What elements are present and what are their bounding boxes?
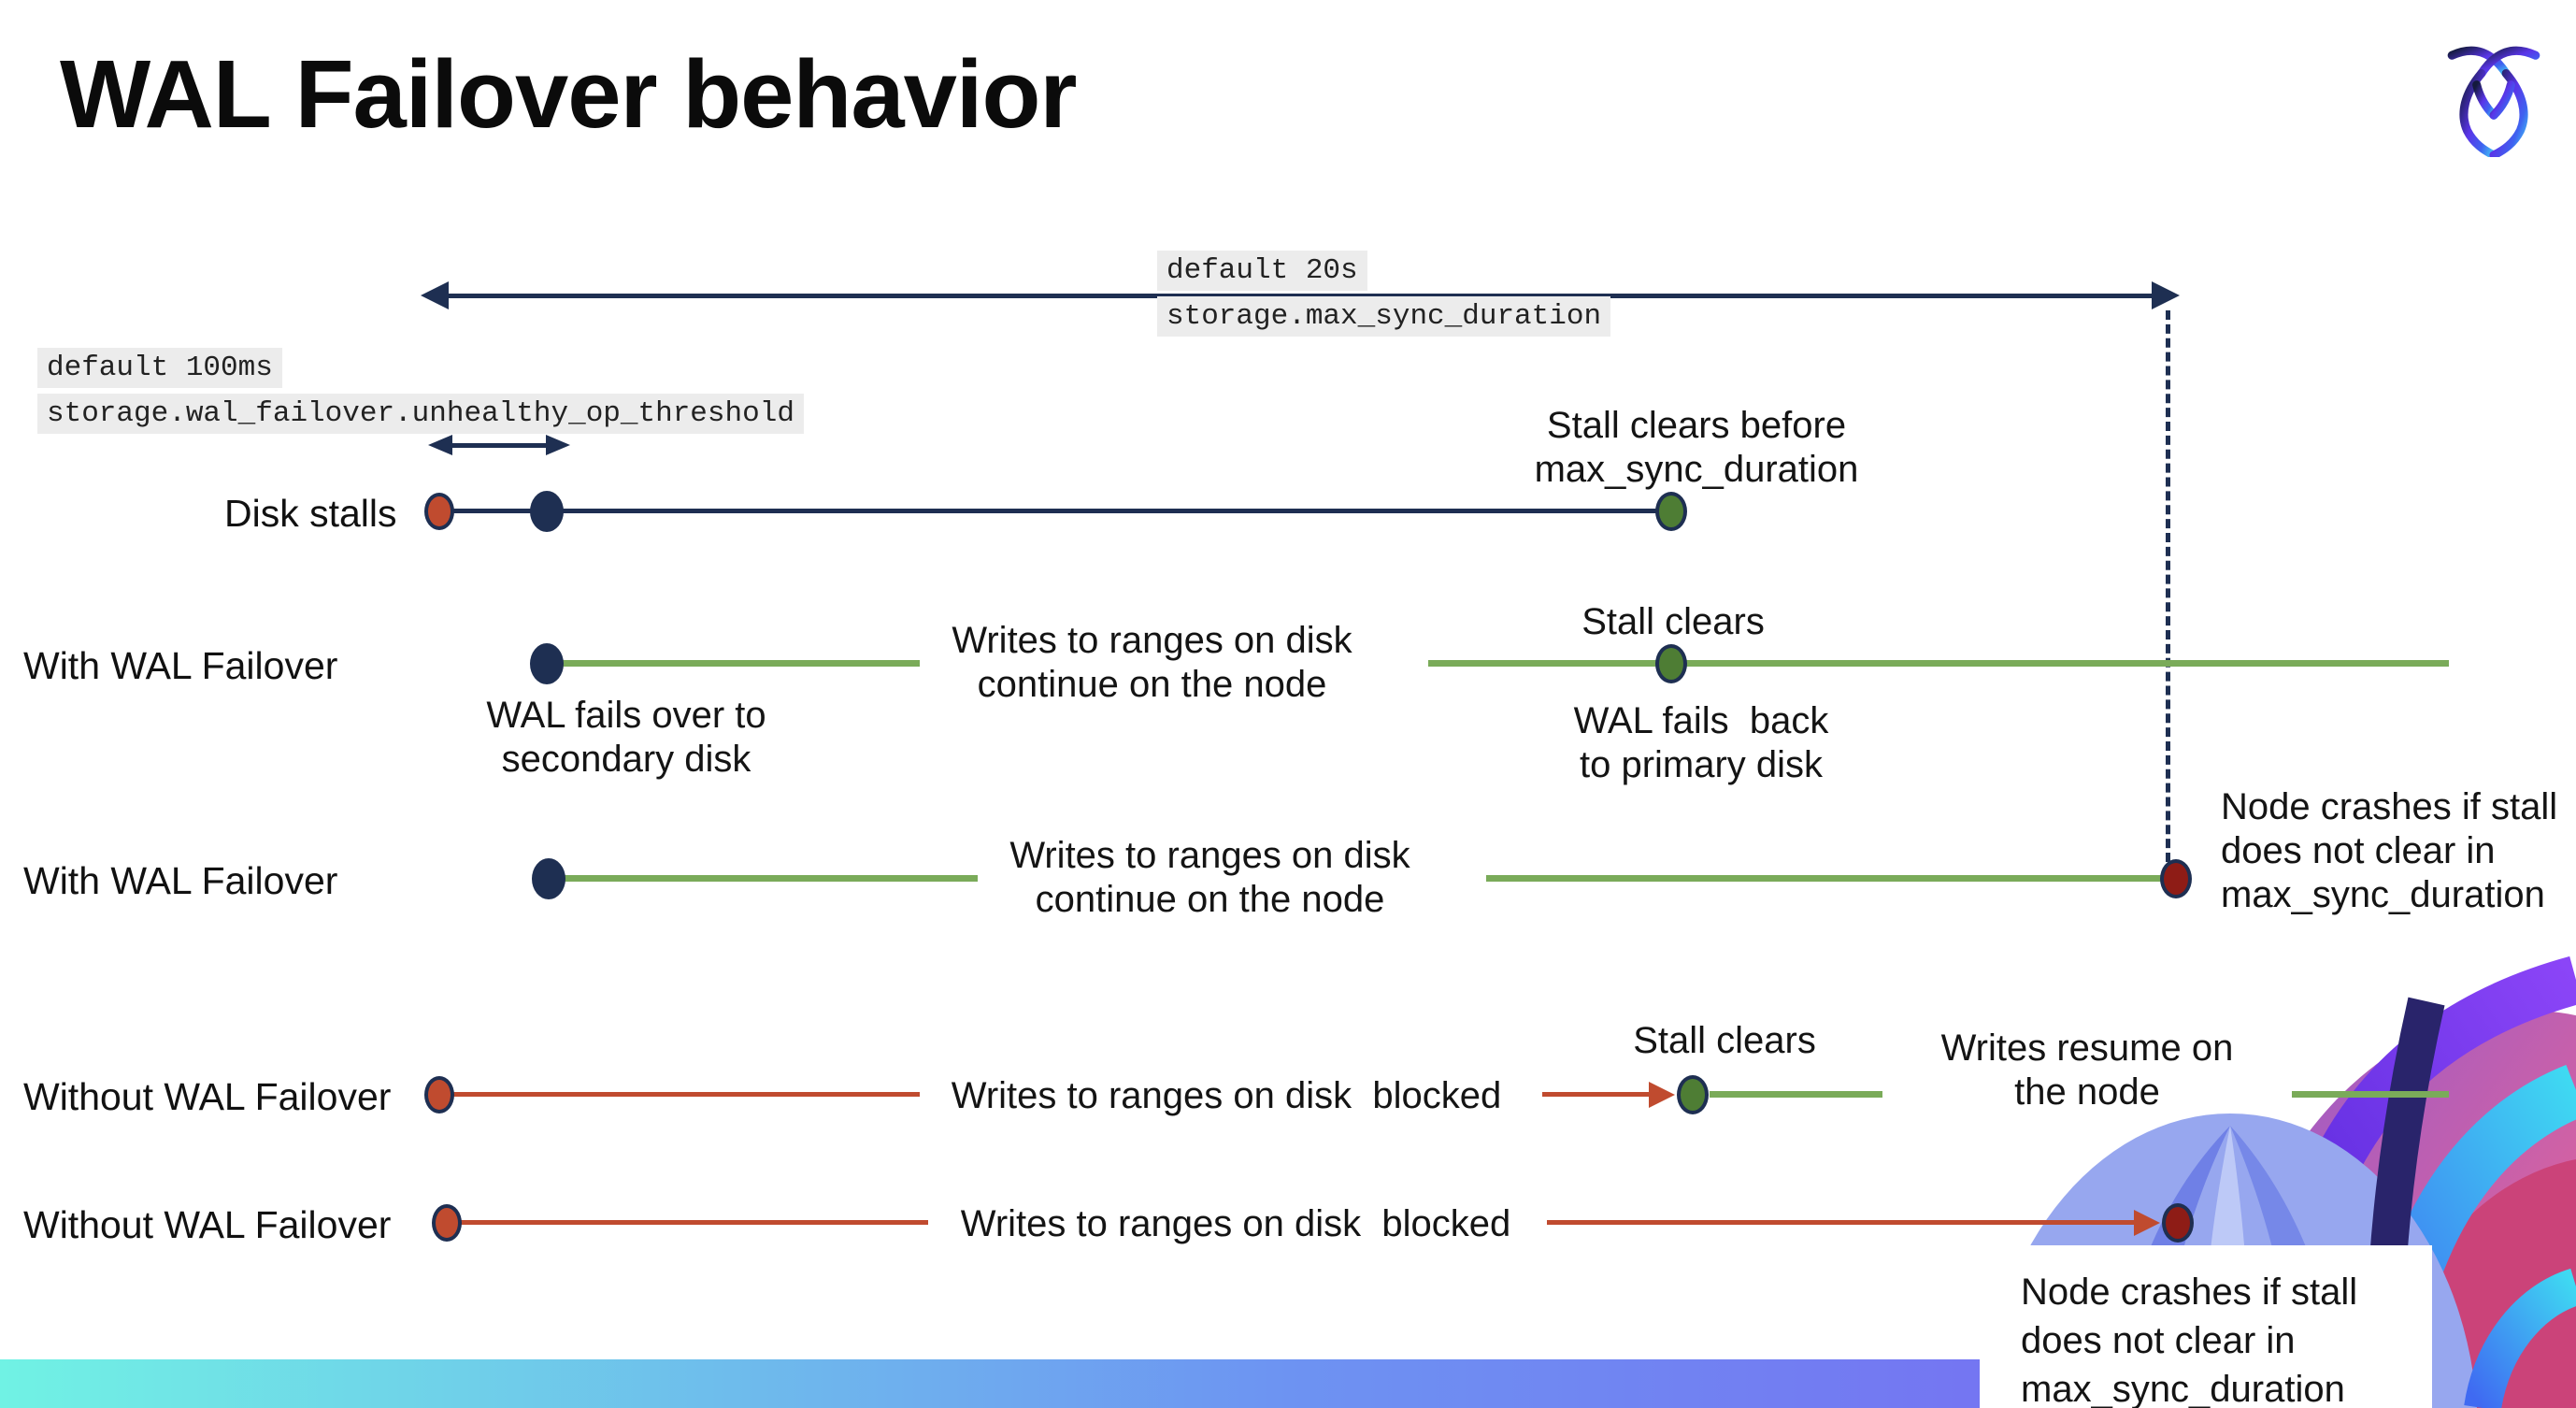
stall-start-dot [432,1204,462,1242]
annotation-writes-blocked-1: Writes to ranges on disk blocked [951,1075,1502,1116]
annotation-writes-resume: Writes resume on the node [1940,1027,2234,1113]
failover-threshold-dot [530,491,564,532]
annotation-writes-blocked-2: Writes to ranges on disk blocked [960,1203,1511,1244]
writes-continue-line [1428,660,2449,667]
node-crash-dot [2160,859,2192,898]
stall-clears-dot [1655,492,1687,531]
max-sync-dashed-dropline [2166,310,2170,862]
stall-start-dot [424,493,454,530]
max-sync-setting-name: storage.max_sync_duration [1157,296,1611,337]
unhealthy-op-default-label: default 100ms [37,348,282,388]
row-label-without-wal-failover-1: Without WAL Failover [23,1075,392,1118]
writes-blocked-line [1542,1092,1651,1097]
stall-clears-dot [1677,1075,1709,1114]
unhealthy-op-span-line [451,443,548,448]
annotation-stall-clears-2: Stall clears [1633,1020,1816,1061]
annotation-wal-fails-back: WAL fails back to primary disk [1573,700,1829,786]
writes-blocked-line [439,1092,920,1097]
writes-blocked-line [1547,1220,2136,1225]
annotation-stall-clears-before: Stall clears before max_sync_duration [1534,405,1859,491]
wal-failover-dot [532,858,565,899]
annotation-stall-clears-1: Stall clears [1581,601,1765,642]
disk-stall-timeline [439,509,1657,513]
arrowhead-right-icon [2152,281,2180,309]
stall-start-dot [424,1076,454,1113]
wal-failover-dot [530,643,564,684]
node-crash-callout-box: Node crashes if stall does not clear in … [1980,1245,2432,1408]
row-label-without-wal-failover-2: Without WAL Failover [23,1203,392,1246]
writes-blocked-line [447,1220,928,1225]
annotation-node-crashes-2: Node crashes if stall does not clear in … [2021,1272,2358,1408]
writes-continue-line [1486,875,2163,882]
arrowhead-left-icon [428,435,452,455]
page-title: WAL Failover behavior [60,40,1078,148]
stall-clears-dot [1655,644,1687,683]
max-sync-default-label: default 20s [1157,251,1367,291]
cockroachdb-logo-icon [2447,46,2540,157]
writes-resume-line [2292,1091,2449,1098]
annotation-writes-continue-1: Writes to ranges on disk continue on the… [952,620,1352,706]
writes-continue-line [559,660,920,667]
annotation-writes-continue-2: Writes to ranges on disk continue on the… [1009,835,1410,921]
row-label-disk-stalls: Disk stalls [224,492,397,535]
row-label-with-wal-failover-2: With WAL Failover [23,859,338,902]
annotation-node-crashes-1: Node crashes if stall does not clear in … [2221,786,2558,916]
arrowhead-left-icon [421,281,449,309]
max-sync-duration-span-line [447,294,2152,298]
annotation-wal-fails-over: WAL fails over to secondary disk [486,695,766,781]
writes-continue-line [561,875,978,882]
node-crash-dot [2162,1203,2194,1243]
red-arrowhead-icon [2134,1210,2160,1236]
row-label-with-wal-failover-1: With WAL Failover [23,644,338,687]
writes-resume-line [1710,1091,1882,1098]
unhealthy-op-setting-name: storage.wal_failover.unhealthy_op_thresh… [37,394,804,434]
red-arrowhead-icon [1649,1082,1675,1108]
arrowhead-right-icon [546,435,570,455]
